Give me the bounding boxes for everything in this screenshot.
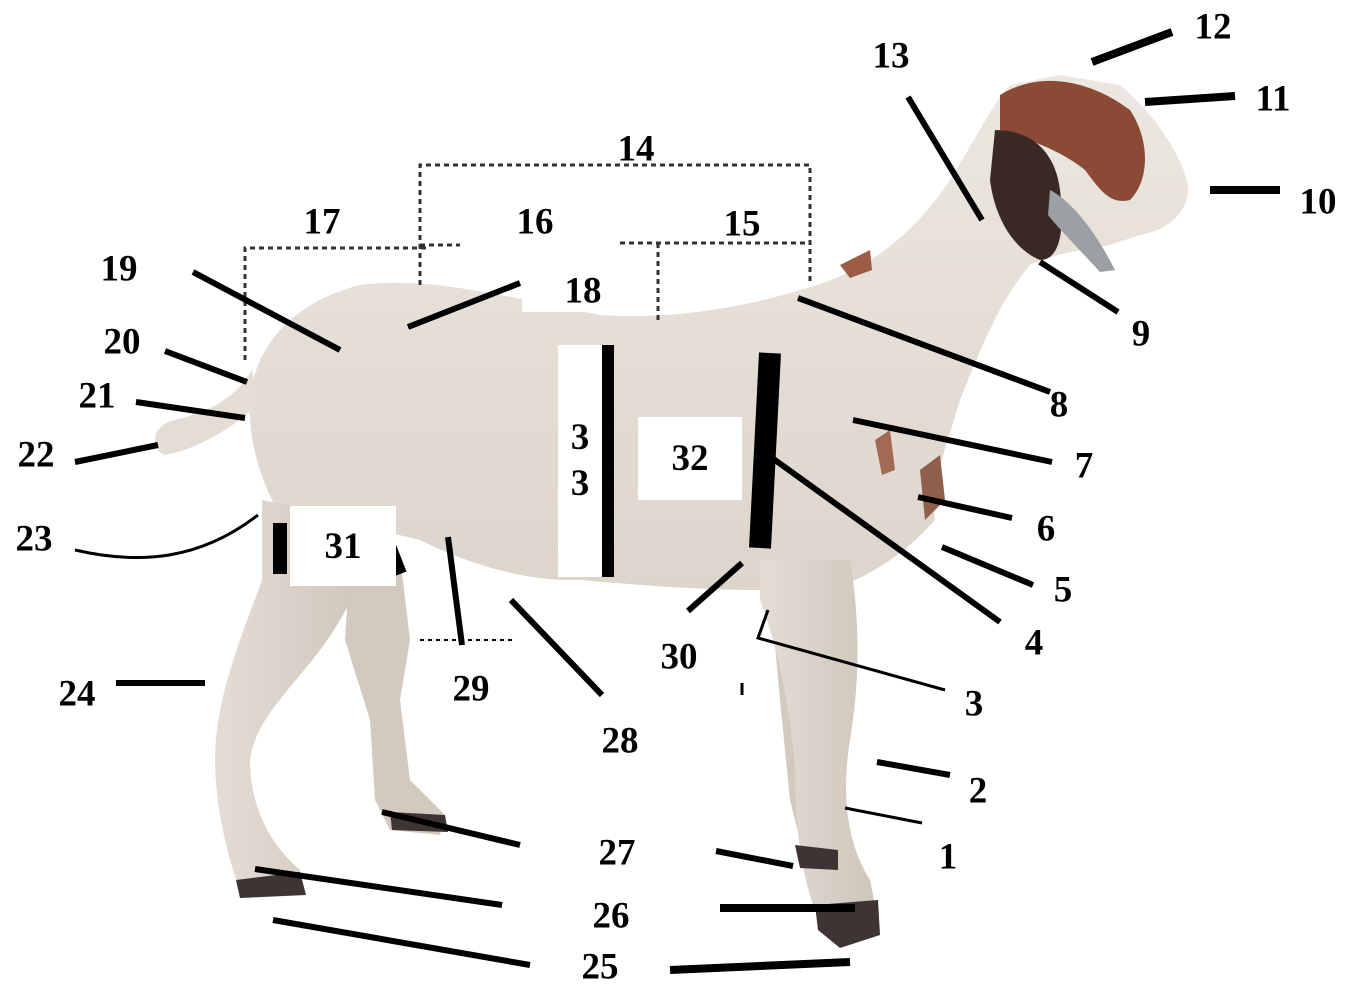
label-33-box: 3 3 [558, 345, 602, 577]
label-11: 11 [1256, 81, 1291, 118]
label-28: 28 [602, 723, 639, 760]
label-20: 20 [104, 324, 141, 361]
label-25: 25 [582, 949, 619, 985]
label-8: 8 [1050, 387, 1069, 424]
label-1: 1 [939, 839, 958, 876]
label-9: 9 [1132, 316, 1151, 353]
label-12: 12 [1195, 9, 1232, 46]
label-21: 21 [79, 378, 116, 415]
label-19: 19 [101, 251, 138, 288]
label-10: 10 [1300, 184, 1337, 221]
label-2: 2 [969, 773, 988, 810]
label-24: 24 [59, 676, 96, 713]
label-17: 17 [304, 204, 341, 241]
label-18: 18 [565, 273, 602, 310]
label-16: 16 [517, 204, 554, 241]
label-32-box: 32 [638, 417, 742, 500]
label-26: 26 [593, 898, 630, 935]
label-13: 13 [873, 38, 910, 75]
label-27: 27 [599, 835, 636, 872]
label-6: 6 [1037, 511, 1056, 548]
label-31-box: 31 [290, 506, 396, 586]
label-22: 22 [18, 437, 55, 474]
label-32: 32 [672, 437, 709, 480]
label-23: 23 [16, 521, 53, 558]
label-33-top: 3 [571, 415, 590, 461]
label-30: 30 [661, 639, 698, 676]
label-3: 3 [965, 686, 984, 723]
label-29: 29 [453, 671, 490, 708]
label-7: 7 [1075, 448, 1094, 485]
label-15: 15 [724, 206, 761, 243]
label-33-bottom: 3 [571, 461, 590, 507]
label-31: 31 [325, 525, 362, 568]
label-14: 14 [618, 131, 655, 168]
label-4: 4 [1025, 625, 1044, 662]
label-5: 5 [1054, 572, 1073, 609]
